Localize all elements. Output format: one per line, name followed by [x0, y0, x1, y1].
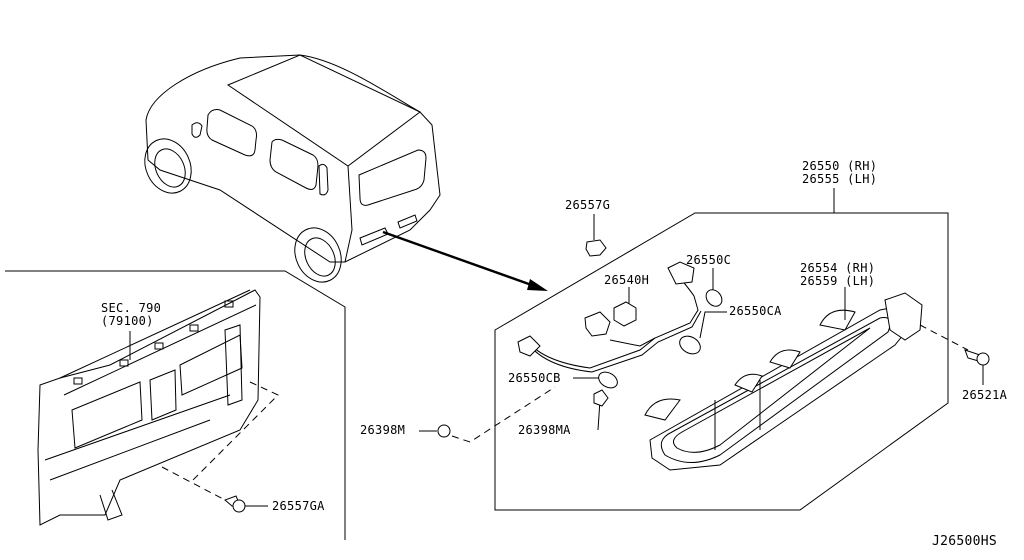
- inset-frame-left: [5, 270, 346, 540]
- socket-26398MA: [593, 389, 609, 431]
- bulb-26550CA: [679, 311, 727, 355]
- assembly-frame-right: [494, 212, 949, 511]
- callout-26398MA: 26398MA: [518, 423, 571, 437]
- callout-26550CB: 26550CB: [508, 371, 561, 385]
- callout-26554: 26554 (RH) 26559 (LH): [800, 261, 876, 288]
- callout-26557GA: 26557GA: [272, 499, 325, 513]
- clip-26557G: [585, 214, 607, 257]
- pointer-arrow: [382, 230, 548, 291]
- clip-26557GA: [224, 495, 268, 513]
- diagram-code: J26500HS: [932, 534, 998, 549]
- combination-lamp-assembly: [644, 292, 969, 471]
- callout-26521A: 26521A: [962, 388, 1008, 402]
- screw-26521A: [964, 349, 990, 385]
- vehicle-illustration: [144, 54, 441, 283]
- callout-26550C: 26550C: [686, 253, 732, 267]
- bulb-26550C: [705, 268, 723, 307]
- callout-26550CA: 26550CA: [729, 304, 782, 318]
- callout-26540H: 26540H: [604, 273, 650, 287]
- callout-26398M: 26398M: [360, 423, 406, 437]
- bulb-26550CB: [573, 371, 618, 389]
- wiring-harness: [517, 261, 702, 373]
- back-panel-illustration: [37, 289, 279, 526]
- callout-sec790: SEC. 790 (79100): [101, 301, 162, 328]
- socket-26398M: [419, 386, 556, 443]
- callout-26550: 26550 (RH) 26555 (LH): [802, 159, 878, 186]
- callout-26557G: 26557G: [565, 198, 611, 212]
